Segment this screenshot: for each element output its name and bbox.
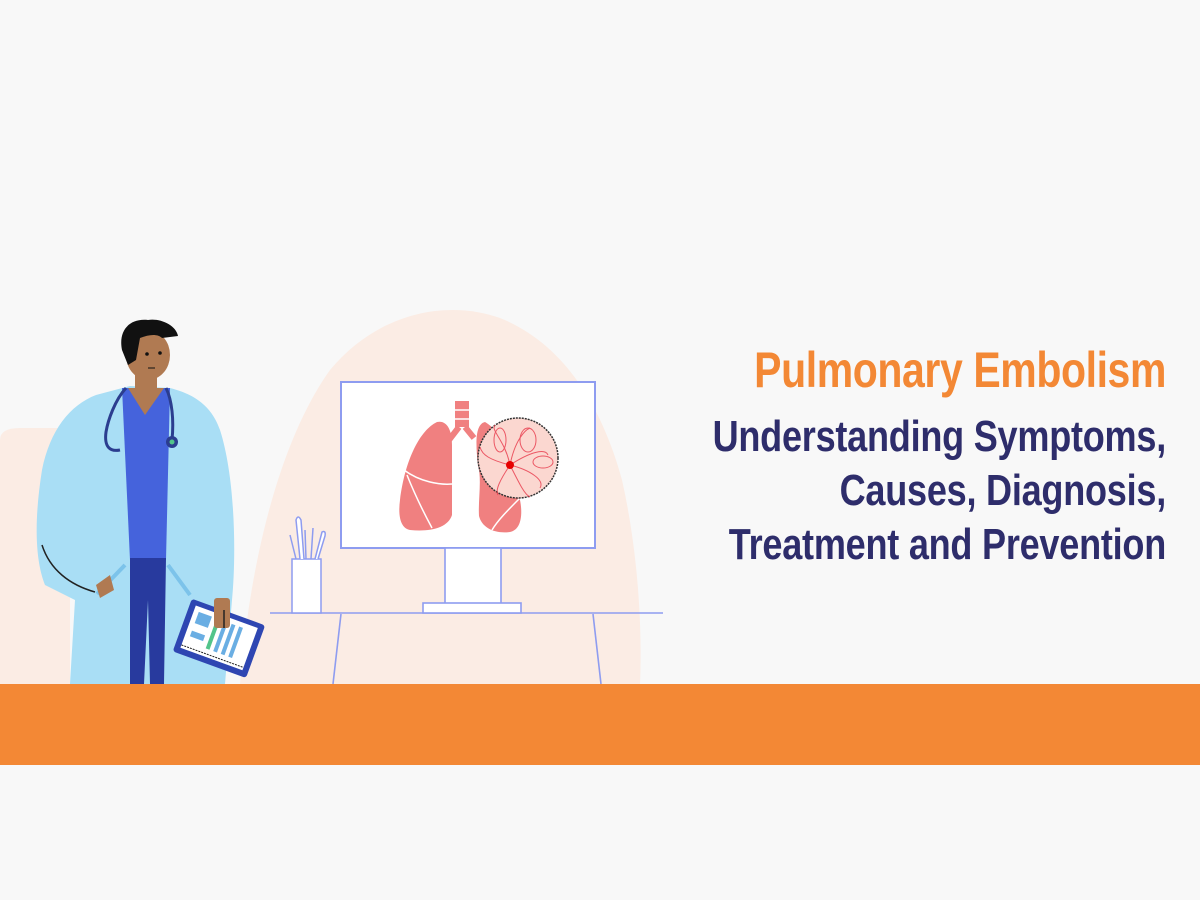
embolism-vessels — [479, 424, 554, 498]
accent-band — [0, 684, 1200, 765]
subtitle-line: Treatment and Prevention — [728, 520, 1166, 569]
subtitle-line: Causes, Diagnosis, — [839, 466, 1167, 515]
clipboard-icon — [173, 599, 265, 678]
page-title: Pulmonary Embolism — [754, 342, 1166, 398]
doctor-figure — [36, 319, 265, 684]
doctor-hair — [121, 319, 178, 365]
pen-holder-icon — [289, 516, 326, 614]
subtitle: Understanding Symptoms, Causes, Diagnosi… — [606, 410, 1167, 572]
subtitle-line: Understanding Symptoms, — [712, 412, 1167, 461]
lungs-icon — [399, 401, 559, 533]
stethoscope-icon — [104, 386, 175, 452]
title-block: Pulmonary Embolism Understanding Symptom… — [606, 340, 1167, 572]
